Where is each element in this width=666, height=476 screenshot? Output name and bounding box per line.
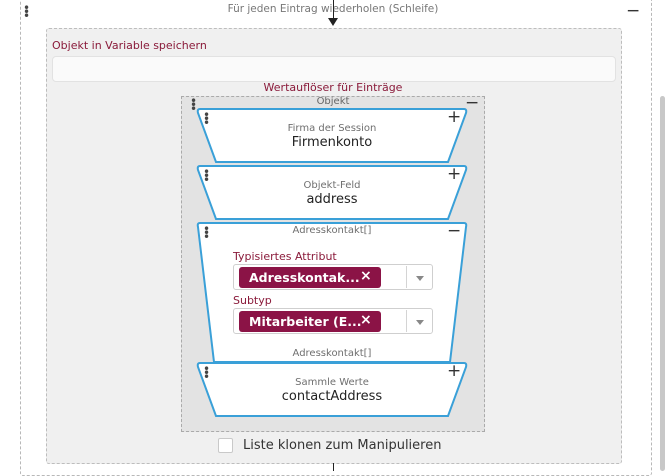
collect-values-caption: Sammle Werte	[295, 377, 369, 388]
object-field-caption: Objekt-Feld	[303, 180, 361, 191]
address-contact-footer: Adresskontakt[]	[292, 348, 372, 359]
subtype-label: Subtyp	[233, 294, 272, 307]
address-contact-drag-icon[interactable]: •••	[203, 222, 211, 244]
subtype-chip: Mitarbeiter (E...	[239, 311, 381, 332]
flow-arrow-bottom	[333, 463, 334, 471]
session-company-caption: Firma der Session	[287, 123, 377, 134]
object-collapse-icon[interactable]: −	[465, 93, 480, 113]
session-company-add-icon[interactable]: +	[447, 107, 462, 127]
typed-attribute-chip: Adresskontak...	[239, 267, 381, 288]
subtype-chevron-down-icon[interactable]	[416, 320, 424, 325]
store-variable-label: Objekt in Variable speichern	[52, 39, 207, 52]
typed-attribute-chevron-down-icon[interactable]	[416, 276, 424, 281]
variable-name-input[interactable]	[52, 56, 616, 82]
collect-values-funnel[interactable]	[196, 362, 468, 420]
select-divider	[406, 266, 407, 288]
typed-attribute-label: Typisiertes Attribut	[233, 250, 337, 263]
object-title: Objekt	[316, 96, 350, 107]
clone-list-checkbox[interactable]	[218, 438, 233, 453]
address-contact-caption: Adresskontakt[]	[292, 225, 372, 236]
object-field-value: address	[306, 192, 358, 207]
subtype-chip-label: Mitarbeiter (E...	[249, 314, 362, 329]
typed-attribute-remove-icon[interactable]: ×	[360, 268, 372, 284]
address-contact-collapse-icon[interactable]: −	[447, 221, 462, 241]
object-field-add-icon[interactable]: +	[447, 164, 462, 184]
typed-attribute-chip-label: Adresskontak...	[249, 270, 360, 285]
loop-drag-handle-icon[interactable]: •••	[23, 1, 31, 23]
session-company-value: Firmenkonto	[291, 135, 373, 150]
clone-list-label: Liste klonen zum Manipulieren	[243, 438, 442, 453]
value-resolver-label: Wertauflöser für Einträge	[263, 81, 403, 94]
object-field-funnel[interactable]	[196, 165, 468, 223]
flow-arrow-top	[333, 0, 334, 20]
session-company-funnel[interactable]	[196, 108, 468, 166]
subtype-remove-icon[interactable]: ×	[360, 312, 372, 328]
select-divider	[406, 310, 407, 332]
session-company-drag-icon[interactable]: •••	[203, 108, 211, 130]
scrollbar-thumb[interactable]	[660, 96, 665, 471]
collect-values-add-icon[interactable]: +	[447, 361, 462, 381]
collect-values-value: contactAddress	[281, 389, 383, 404]
loop-collapse-icon[interactable]: −	[626, 1, 641, 21]
loop-title: Für jeden Eintrag wiederholen (Schleife)	[227, 3, 439, 15]
object-field-drag-icon[interactable]: •••	[203, 165, 211, 187]
object-drag-handle-icon[interactable]: •••	[190, 94, 198, 116]
collect-values-drag-icon[interactable]: •••	[203, 362, 211, 384]
flow-arrow-down-icon	[328, 18, 338, 26]
